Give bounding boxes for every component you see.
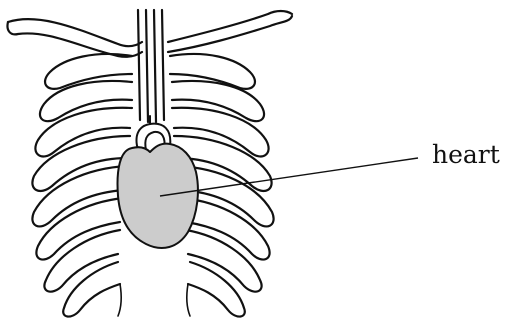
clavicles — [7, 11, 292, 57]
heart-shape — [118, 144, 198, 248]
heart-label: heart — [432, 142, 500, 167]
sternum — [138, 10, 164, 122]
heart-leader-line — [160, 158, 418, 196]
